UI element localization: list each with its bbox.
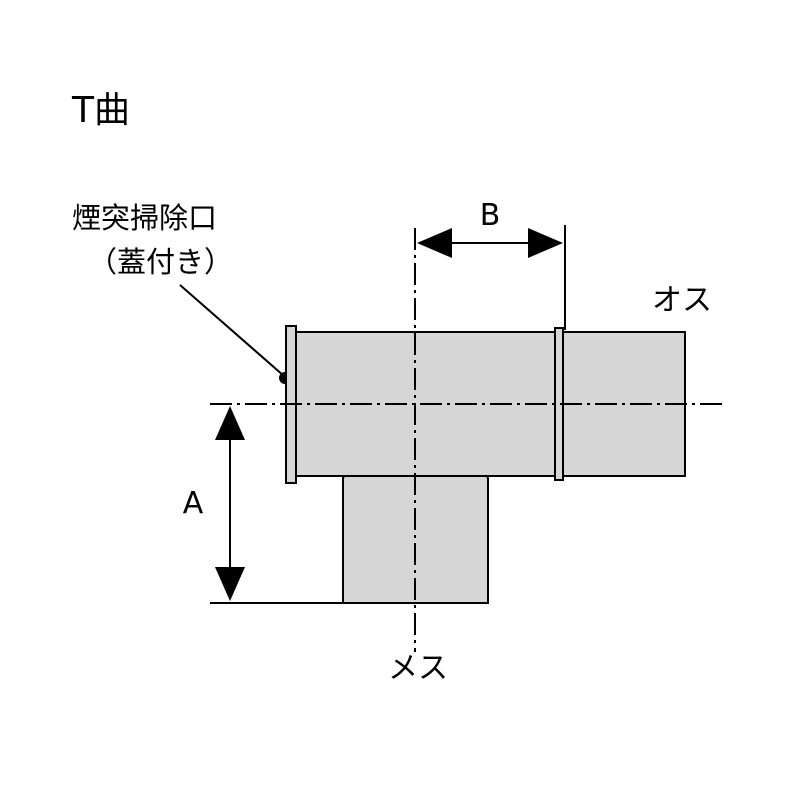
dim-a-label: A [183,486,204,521]
dim-b-arrow-right [528,228,563,258]
dim-a-arrow-bottom [215,567,245,601]
dim-a-arrow-top [215,406,245,440]
cleanout-label-line2: （蓋付き） [88,245,233,279]
male-end-label: オス [652,283,712,318]
diagram-title: T曲 [71,90,130,131]
dim-b-label: B [480,198,501,233]
female-end-label: メス [388,651,448,686]
cleanout-leader-line [179,284,285,377]
dim-b-arrow-left [417,228,452,258]
cleanout-label-line1: 煙突掃除口 [72,201,217,235]
